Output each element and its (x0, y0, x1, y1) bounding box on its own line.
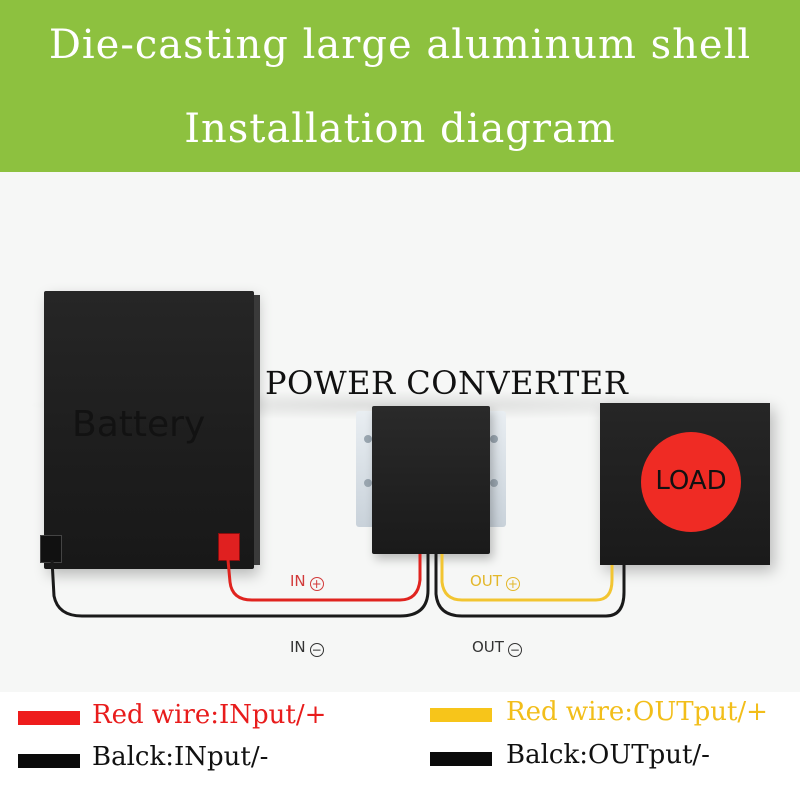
legend-label-yellow-output: Red wire:OUTput/+ (506, 697, 768, 727)
legend-swatch-black-output (430, 752, 492, 766)
battery-label: Battery (72, 404, 206, 445)
screw-hole-icon (364, 435, 372, 443)
wire-output-negative (434, 554, 626, 618)
wire-input-positive (226, 554, 422, 602)
load-indicator-circle (641, 432, 741, 532)
legend-label-black-output: Balck:OUTput/- (506, 740, 710, 770)
legend-label-red-input: Red wire:INput/+ (92, 700, 327, 730)
minus-circle-icon: − (309, 643, 324, 657)
title-banner: Die-casting large aluminum shell Install… (0, 0, 800, 172)
screw-hole-icon (490, 435, 498, 443)
battery-side-face (254, 295, 260, 565)
battery-box (44, 291, 254, 569)
label-in-positive-text: IN (290, 572, 306, 590)
wire-input-negative (50, 554, 430, 618)
legend-label-black-input: Balck:INput/- (92, 742, 269, 772)
banner-title: Die-casting large aluminum shell (48, 22, 752, 68)
load-label: LOAD (655, 466, 727, 496)
converter-title: POWER CONVERTER (265, 364, 629, 402)
plus-circle-icon: + (309, 577, 324, 591)
label-out-negative-text: OUT (472, 638, 504, 656)
label-in-negative-text: IN (290, 638, 306, 656)
legend-swatch-yellow-output (430, 708, 492, 722)
plus-circle-icon: + (505, 577, 520, 591)
banner-subtitle: Installation diagram (184, 106, 616, 152)
label-out-negative: OUT− (472, 638, 522, 657)
wire-output-positive (440, 554, 614, 602)
label-out-positive-text: OUT (470, 572, 502, 590)
legend-swatch-black-input (18, 754, 80, 768)
screw-hole-icon (364, 479, 372, 487)
power-converter-body (372, 406, 490, 554)
label-in-positive: IN+ (290, 572, 324, 591)
minus-circle-icon: − (507, 643, 522, 657)
label-in-negative: IN− (290, 638, 324, 657)
screw-hole-icon (490, 479, 498, 487)
label-out-positive: OUT+ (470, 572, 520, 591)
legend-swatch-red-input (18, 711, 80, 725)
